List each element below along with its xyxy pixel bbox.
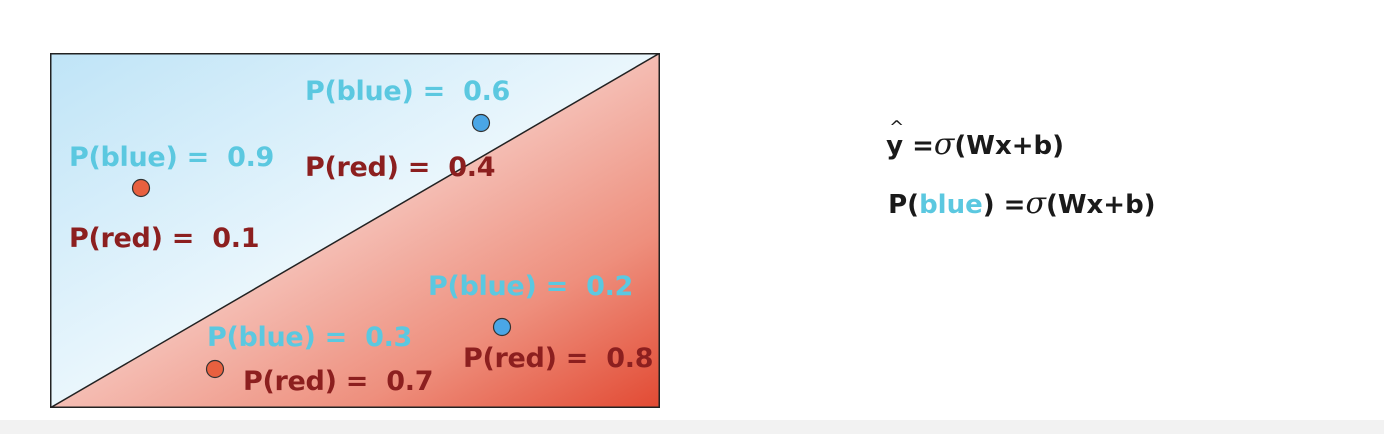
p-blue-label-3: P(blue) = 0.3 (207, 322, 413, 353)
p-red-label-3: P(red) = 0.7 (243, 366, 434, 397)
diagram-canvas (50, 53, 660, 408)
p-red-label-4: P(red) = 0.8 (463, 343, 654, 374)
sigma-symbol: σ (933, 127, 955, 162)
y-symbol: y (886, 131, 904, 161)
p-red-label-2: P(red) = 0.4 (305, 152, 496, 183)
classification-diagram: P(blue) = 0.9 P(red) = 0.1 P(blue) = 0.6… (50, 53, 660, 408)
formula-y-hat: y^ =σ(Wx+b) (868, 104, 1064, 160)
blue-word: blue (919, 190, 983, 220)
p-prefix: P( (888, 190, 920, 220)
sigma-args: (Wx+b) (954, 131, 1065, 161)
p-blue-label-2: P(blue) = 0.6 (305, 76, 511, 107)
p-red-label-1: P(red) = 0.1 (69, 223, 260, 254)
equals-sign: ) = (982, 190, 1026, 220)
diagram-border (50, 53, 660, 408)
p-blue-label-4: P(blue) = 0.2 (428, 271, 634, 302)
p-blue-label-1: P(blue) = 0.9 (69, 142, 275, 173)
formula-p-blue: P(blue) =σ(Wx+b) (870, 163, 1156, 221)
bottom-strip (0, 420, 1384, 434)
sigma-args: (Wx+b) (1045, 190, 1156, 220)
y-hat-symbol: y^ (886, 119, 904, 161)
hat-symbol: ^ (889, 117, 905, 138)
sigma-symbol: σ (1025, 186, 1046, 221)
point-blue-1 (471, 113, 491, 133)
equals-sign: = (903, 131, 934, 161)
point-red-1 (131, 178, 151, 198)
point-red-2 (205, 359, 225, 379)
point-blue-2 (492, 317, 512, 337)
decision-boundary (50, 53, 660, 408)
